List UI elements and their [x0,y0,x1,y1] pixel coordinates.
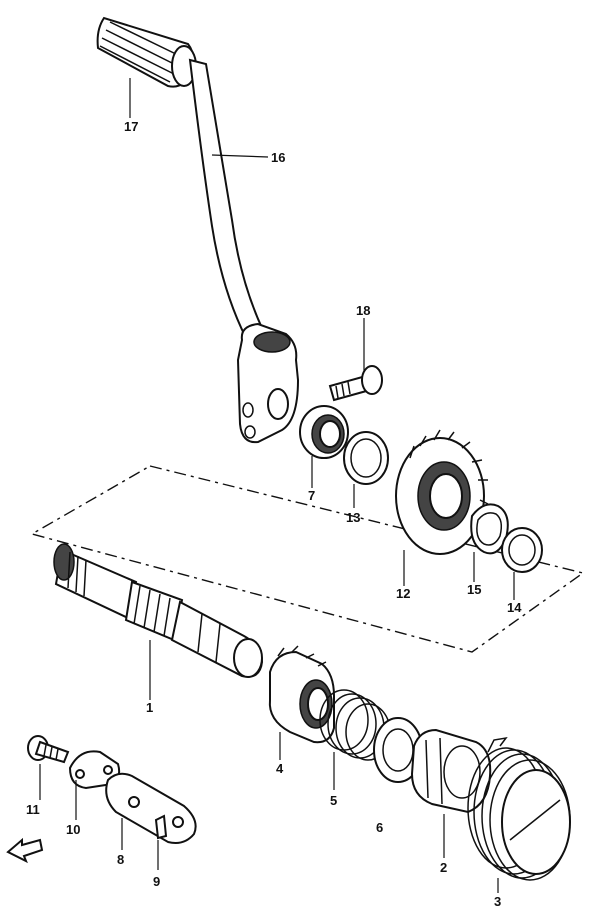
part-6-washer [373,717,423,783]
part-17-grip [96,16,197,88]
label-16: 16 [271,150,285,165]
part-11-screw [27,735,70,764]
part-16-kick-lever [188,58,300,444]
part-8-9-stopper [105,772,197,844]
label-5: 5 [330,793,337,808]
label-9: 9 [153,874,160,889]
label-6: 6 [376,820,383,835]
label-1: 1 [146,700,153,715]
label-4: 4 [276,761,284,776]
label-8: 8 [117,852,124,867]
label-11: 11 [26,802,40,817]
leader-lines [39,78,515,893]
label-7: 7 [308,488,315,503]
label-15: 15 [467,582,481,597]
part-14-circlip [501,527,543,573]
part-4-drive-gear [268,645,335,744]
label-13: 13 [346,510,360,525]
label-14: 14 [507,600,522,615]
part-2-spring-guide [410,728,492,814]
front-arrow-icon [6,837,44,864]
label-10: 10 [66,822,80,837]
part-12-idle-gear [395,429,489,555]
part-13-washer [343,431,389,485]
part-1-kick-shaft [53,543,264,678]
part-3-return-spring [467,736,571,881]
label-17: 17 [124,119,138,134]
label-18: 18 [356,303,370,318]
label-2: 2 [440,860,447,875]
assembly-boundary-line [30,465,585,653]
part-18-bolt [328,365,383,402]
part-7-oil-seal [299,405,349,459]
label-3: 3 [494,894,501,909]
label-12: 12 [396,586,410,601]
